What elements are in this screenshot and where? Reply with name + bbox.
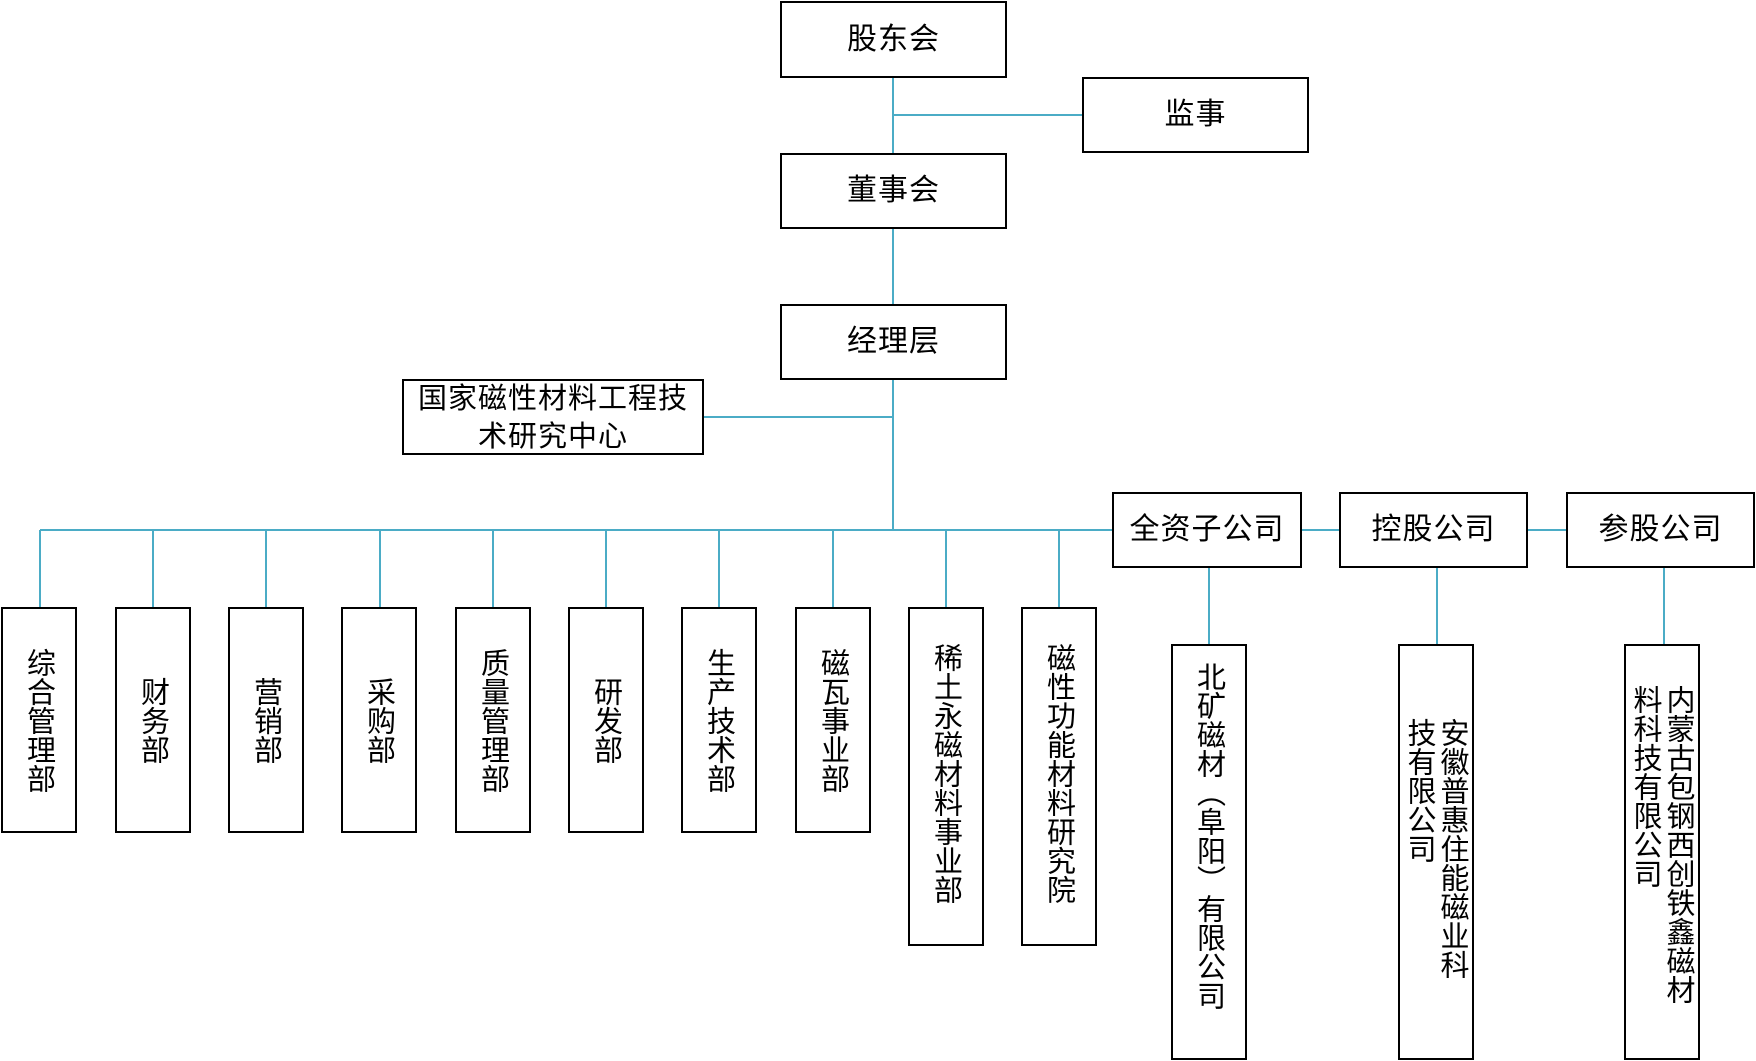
node-participating-label: 参股公司 <box>1598 512 1723 547</box>
node-dept-7: 生产技术部 <box>681 607 757 833</box>
node-wholly-owned: 全资子公司 <box>1112 492 1302 568</box>
node-wholly-owned-label: 全资子公司 <box>1129 512 1285 547</box>
node-board-label: 董事会 <box>847 173 940 208</box>
node-dept-6-label: 研发部 <box>589 676 624 764</box>
node-dept-3-label: 营销部 <box>249 676 284 764</box>
node-management-label: 经理层 <box>847 324 940 359</box>
node-shareholders: 股东会 <box>780 1 1007 78</box>
node-dept-3: 营销部 <box>228 607 304 833</box>
node-dept-10-label: 磁性功能材料研究院 <box>1042 642 1077 904</box>
node-dept-7-label: 生产技术部 <box>702 647 737 793</box>
node-wholly-company-label: 北矿磁材（阜阳）有限公司 <box>1192 662 1227 1010</box>
node-dept-9: 稀土永磁材料事业部 <box>908 607 984 946</box>
node-supervisors-label: 监事 <box>1164 97 1227 132</box>
node-supervisors: 监事 <box>1082 77 1309 153</box>
node-dept-2-label: 财务部 <box>136 676 171 764</box>
node-shareholders-label: 股东会 <box>847 21 940 57</box>
node-dept-1-label: 综合管理部 <box>22 647 57 793</box>
node-holding: 控股公司 <box>1339 492 1528 568</box>
node-participating-company: 内蒙古包钢西创铁鑫磁材料科技有限公司 <box>1624 644 1700 1060</box>
node-research-center-label: 国家磁性材料工程技术研究中心 <box>418 381 689 453</box>
node-dept-4: 采购部 <box>341 607 417 833</box>
node-dept-6: 研发部 <box>568 607 644 833</box>
node-research-center: 国家磁性材料工程技术研究中心 <box>402 379 704 455</box>
node-management: 经理层 <box>780 304 1007 380</box>
node-dept-10: 磁性功能材料研究院 <box>1021 607 1097 946</box>
node-dept-2: 财务部 <box>115 607 191 833</box>
node-dept-4-label: 采购部 <box>362 676 397 764</box>
node-dept-8: 磁瓦事业部 <box>795 607 871 833</box>
node-holding-label: 控股公司 <box>1371 512 1496 547</box>
node-holding-company-label: 安徽普惠住能磁业科技有限公司 <box>1403 718 1470 979</box>
node-wholly-company: 北矿磁材（阜阳）有限公司 <box>1171 644 1247 1060</box>
node-participating-company-label: 内蒙古包钢西创铁鑫磁材料科技有限公司 <box>1629 684 1696 1004</box>
node-dept-5: 质量管理部 <box>455 607 531 833</box>
node-dept-9-label: 稀土永磁材料事业部 <box>929 642 964 904</box>
node-participating: 参股公司 <box>1566 492 1755 568</box>
node-board: 董事会 <box>780 153 1007 229</box>
node-dept-5-label: 质量管理部 <box>476 647 511 793</box>
node-dept-1: 综合管理部 <box>1 607 77 833</box>
node-dept-8-label: 磁瓦事业部 <box>816 647 851 793</box>
node-holding-company: 安徽普惠住能磁业科技有限公司 <box>1398 644 1474 1060</box>
